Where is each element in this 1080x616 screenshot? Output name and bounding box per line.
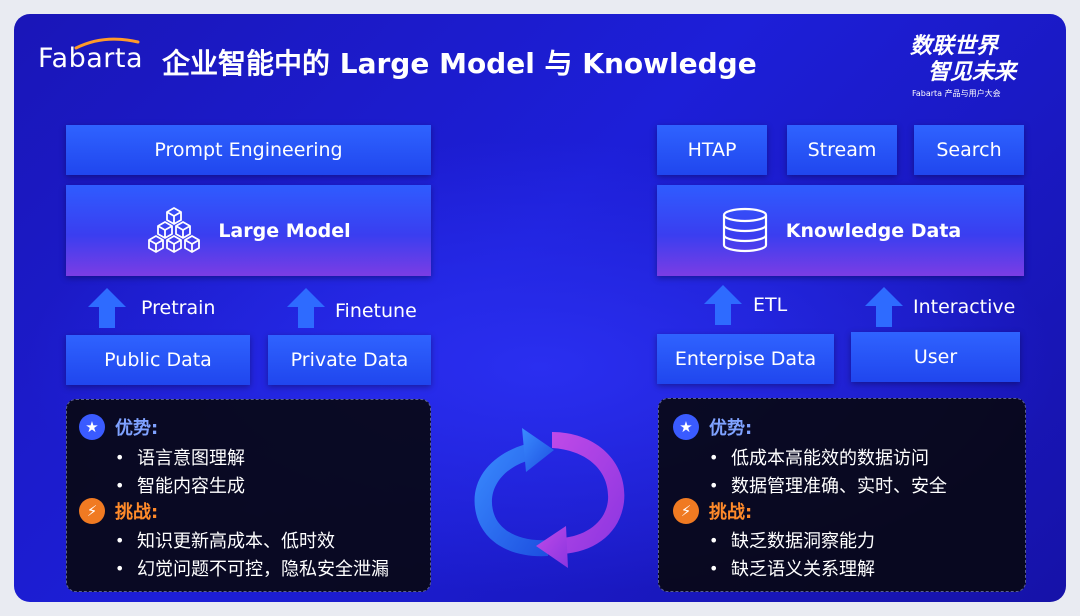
fabarta-logo: Fabarta	[38, 37, 144, 76]
event-subtitle: Fabarta 产品与用户大会	[912, 89, 1001, 98]
list-item: 知识更新高成本、低时效	[115, 527, 335, 553]
large-model-box: Large Model	[66, 185, 431, 276]
advantage-heading: 优势:	[709, 418, 753, 439]
list-item: 幻觉问题不可控，隐私安全泄漏	[115, 555, 389, 581]
lightning-icon: ⚡	[673, 498, 699, 524]
lightning-icon: ⚡	[79, 498, 105, 524]
cycle-arrows-icon	[474, 428, 625, 568]
cubes-icon	[148, 206, 201, 253]
advantage-heading: 优势:	[115, 418, 159, 439]
list-item: 数据管理准确、实时、安全	[709, 472, 947, 498]
private-data-label: Private Data	[290, 349, 409, 371]
list-item: 低成本高能效的数据访问	[709, 444, 929, 470]
user-label: User	[913, 346, 958, 368]
advantage-heading-row: ★ 优势:	[79, 414, 158, 440]
slide: Fabarta 企业智能中的 Large Model 与 Knowledge 数…	[14, 14, 1066, 602]
etl-label: ETL	[753, 294, 788, 316]
star-icon: ★	[673, 414, 699, 440]
pretrain-arrow-icon	[88, 288, 126, 328]
challenge-heading: 挑战:	[709, 502, 753, 523]
star-icon: ★	[79, 414, 105, 440]
advantage-heading-row: ★ 优势:	[673, 414, 752, 440]
user-box: User	[851, 332, 1020, 382]
private-data-box: Private Data	[268, 335, 431, 385]
stream-label: Stream	[807, 139, 877, 161]
event-branding: 数联世界 智见未来 Fabarta 产品与用户大会	[910, 34, 1016, 99]
etl-arrow-icon	[704, 285, 742, 325]
public-data-box: Public Data	[66, 335, 250, 385]
htap-box: HTAP	[657, 125, 767, 175]
stream-box: Stream	[787, 125, 897, 175]
challenge-heading-row: ⚡ 挑战:	[673, 498, 752, 524]
logo-arc-icon	[74, 37, 140, 50]
enterprise-data-label: Enterpise Data	[674, 348, 817, 370]
event-line-2: 智见未来	[928, 60, 1017, 85]
list-item: 缺乏数据洞察能力	[709, 527, 875, 553]
interactive-arrow-icon	[865, 287, 903, 327]
page-title: 企业智能中的 Large Model 与 Knowledge	[162, 47, 757, 80]
knowledge-data-box: Knowledge Data	[657, 185, 1024, 276]
finetune-arrow-icon	[287, 288, 325, 328]
event-line-1: 数联世界	[910, 34, 999, 59]
logo-text: Fabarta	[38, 42, 144, 74]
pretrain-label: Pretrain	[141, 297, 216, 319]
search-label: Search	[936, 139, 1002, 161]
interactive-label: Interactive	[913, 296, 1016, 318]
knowledge-data-label: Knowledge Data	[785, 219, 962, 242]
finetune-label: Finetune	[335, 300, 417, 322]
htap-label: HTAP	[687, 139, 737, 161]
large-model-panel: ★ 优势: 语言意图理解 智能内容生成 ⚡ 挑战: 知识更新高成本、低时效 幻觉…	[66, 399, 431, 592]
challenge-heading-row: ⚡ 挑战:	[79, 498, 158, 524]
large-model-label: Large Model	[218, 219, 351, 242]
list-item: 语言意图理解	[115, 444, 245, 470]
search-box: Search	[914, 125, 1024, 175]
list-item: 缺乏语义关系理解	[709, 555, 875, 581]
enterprise-data-box: Enterpise Data	[657, 334, 834, 384]
knowledge-data-panel: ★ 优势: 低成本高能效的数据访问 数据管理准确、实时、安全 ⚡ 挑战: 缺乏数…	[658, 398, 1026, 592]
prompt-engineering-box: Prompt Engineering	[66, 125, 431, 175]
challenge-heading: 挑战:	[115, 502, 159, 523]
prompt-engineering-label: Prompt Engineering	[154, 139, 343, 161]
list-item: 智能内容生成	[115, 472, 245, 498]
database-icon	[722, 207, 767, 252]
public-data-label: Public Data	[104, 349, 212, 371]
